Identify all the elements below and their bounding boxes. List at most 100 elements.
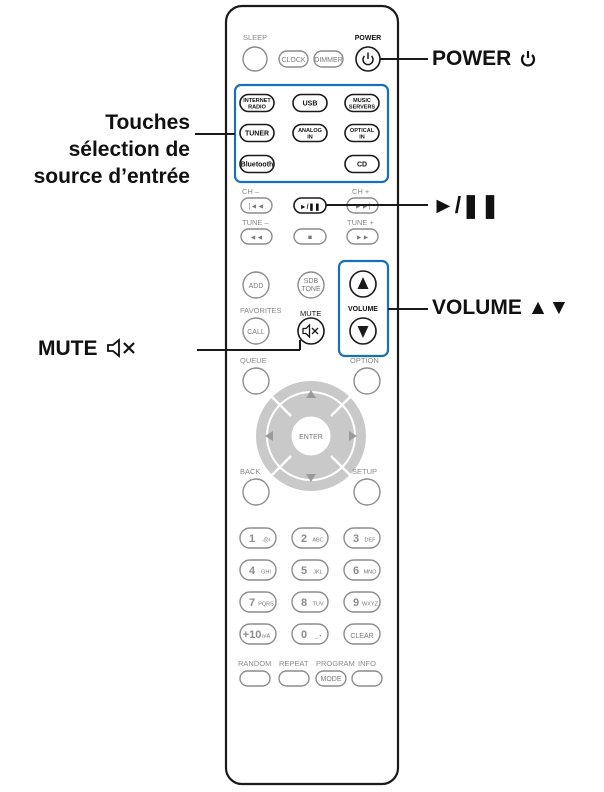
source-button-0-label-0: INTERNET	[243, 98, 271, 104]
volume-up-button[interactable]	[349, 270, 377, 298]
source-button-2-label-0: MUSIC	[353, 98, 371, 104]
source-button-1[interactable]	[292, 93, 328, 113]
mute-icon	[302, 323, 319, 339]
label-back: BACK	[240, 467, 260, 476]
setup-button[interactable]	[353, 478, 381, 506]
right-arrow-icon[interactable]	[349, 431, 357, 441]
prev-button[interactable]	[240, 197, 273, 214]
numpad-key-2-digit: 3	[353, 533, 359, 545]
callout-power-text: POWER	[432, 47, 512, 70]
numpad-key-5-letters: MNO	[364, 570, 378, 576]
numpad-key-0[interactable]	[239, 527, 277, 549]
numpad-key-10[interactable]	[291, 623, 329, 645]
left-arrow-icon[interactable]	[265, 431, 273, 441]
source-button-6-label-0: Bluetooth	[241, 162, 274, 169]
source-button-7-label-0: CD	[357, 162, 367, 169]
numpad-key-9-digit: +10	[243, 629, 262, 641]
ff-label: ►►	[356, 235, 370, 242]
numpad-key-0-letters: .@/	[262, 538, 271, 544]
callout-volume-text: VOLUME ▲▼	[432, 296, 570, 319]
callout-source-line2: sélection de	[68, 138, 190, 161]
callout-source-line3: source d’entrée	[33, 165, 190, 188]
back-button[interactable]	[242, 478, 270, 506]
label-setup: SETUP	[352, 467, 377, 476]
numpad-key-3-letters: GHI	[261, 570, 271, 576]
up-arrow-icon[interactable]	[306, 390, 316, 398]
ff-button[interactable]	[346, 228, 379, 245]
volume-label: VOLUME	[348, 306, 378, 313]
numpad-key-9[interactable]	[239, 623, 277, 645]
source-button-2[interactable]	[344, 93, 380, 113]
numpad-key-8[interactable]	[343, 591, 381, 613]
numpad-key-7-letters: TUV	[313, 602, 324, 608]
mute-symbol-icon	[107, 338, 136, 358]
dimmer-button[interactable]	[313, 50, 344, 68]
source-button-1-label-0: USB	[303, 101, 318, 108]
numpad-key-11[interactable]	[343, 623, 381, 645]
numpad-key-6[interactable]	[239, 591, 277, 613]
program-mode-button[interactable]	[315, 670, 347, 687]
queue-button[interactable]	[242, 367, 270, 395]
callout-source: Touches sélection de source d’entrée	[8, 109, 190, 190]
source-button-7[interactable]	[344, 154, 380, 174]
mode-label: MODE	[321, 676, 342, 683]
numpad-key-3[interactable]	[239, 559, 277, 581]
enter-button[interactable]	[290, 415, 332, 457]
prev-label: |◄◄	[249, 204, 265, 211]
source-button-4-label-0: ANALOG	[298, 128, 322, 134]
source-button-5-label-0: OPTICAL	[350, 128, 375, 134]
numpad-key-7[interactable]	[291, 591, 329, 613]
mute-button[interactable]	[297, 317, 325, 345]
source-button-6[interactable]	[239, 154, 275, 174]
label-info: INFO	[358, 659, 376, 668]
down-arrow-icon[interactable]	[306, 474, 316, 482]
callout-mute-text: MUTE	[38, 337, 98, 360]
numpad-key-4-letters: JKL	[313, 570, 322, 576]
source-button-0[interactable]	[239, 93, 275, 113]
source-button-3[interactable]	[239, 123, 275, 143]
call-button[interactable]	[242, 317, 270, 345]
callout-source-line1: Touches	[105, 111, 190, 134]
numpad-key-4-digit: 5	[301, 565, 307, 577]
label-queue: QUEUE	[240, 356, 267, 365]
numpad-key-4[interactable]	[291, 559, 329, 581]
sleep-button[interactable]	[242, 46, 268, 72]
numpad-key-1-letters: ABC	[312, 538, 323, 544]
sdb-tone-button[interactable]	[297, 271, 325, 299]
tone-label: TONE	[301, 286, 321, 293]
add-button[interactable]	[242, 271, 270, 299]
stop-button[interactable]	[293, 228, 327, 245]
next-label: ►►|	[355, 204, 371, 211]
clock-label: CLOCK	[281, 57, 305, 64]
label-sleep: SLEEP	[243, 33, 267, 42]
numpad-key-9-letters: a/A	[262, 634, 271, 640]
callout-play-pause: ►/❚❚	[432, 192, 500, 219]
numpad-key-2[interactable]	[343, 527, 381, 549]
power-symbol-icon	[521, 51, 536, 67]
volume-down-button[interactable]	[349, 317, 377, 345]
rew-button[interactable]	[240, 228, 273, 245]
source-button-5[interactable]	[344, 123, 380, 143]
source-button-5-label-1: IN	[359, 135, 365, 141]
call-label: CALL	[247, 329, 265, 336]
numpad-key-8-digit: 9	[353, 597, 359, 609]
source-button-4-label-1: IN	[307, 135, 313, 141]
numpad-key-5-digit: 6	[353, 565, 359, 577]
stop-label: ■	[308, 235, 312, 242]
source-button-2-label-1: SERVERS	[349, 105, 376, 111]
repeat-button[interactable]	[278, 670, 310, 687]
info-button[interactable]	[351, 670, 383, 687]
numpad-key-0-digit: 1	[249, 533, 255, 545]
option-button[interactable]	[353, 367, 381, 395]
clock-button[interactable]	[278, 50, 309, 68]
random-button[interactable]	[239, 670, 271, 687]
add-label: ADD	[249, 283, 264, 290]
numpad-key-5[interactable]	[343, 559, 381, 581]
label-repeat: REPEAT	[279, 659, 309, 668]
numpad-key-1[interactable]	[291, 527, 329, 549]
label-option: OPTION	[350, 356, 379, 365]
power-icon	[362, 52, 374, 66]
source-button-4[interactable]	[292, 123, 328, 143]
